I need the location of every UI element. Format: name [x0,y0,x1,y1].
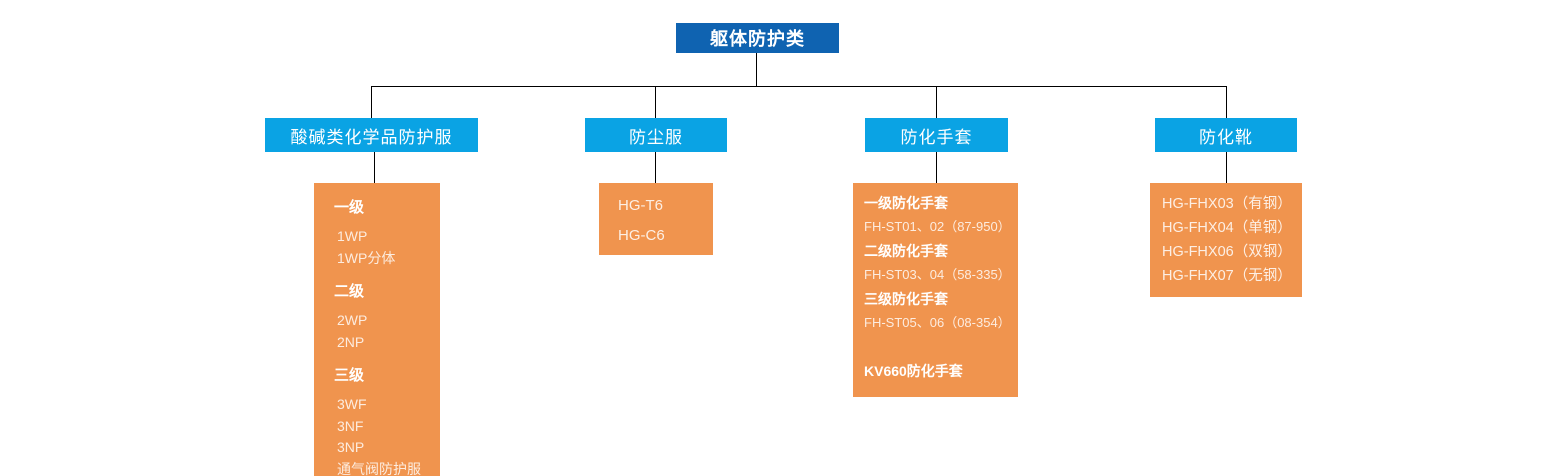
connector-drop-branch-4 [1226,87,1227,118]
category-node-acid-alkali-chem-suit: 酸碱类化学品防护服 [265,118,478,152]
detail-line: FH-ST01、02（87-950） [864,219,1011,234]
detail-line: HG-FHX03（有钢） [1162,196,1292,212]
connector-drop-branch-1 [371,87,372,118]
detail-line: FH-ST05、06（08-354） [864,315,1011,330]
detail-line: 一级 [334,199,365,216]
connector-drop-branch-3 [936,87,937,118]
detail-line: 1WP分体 [337,249,396,266]
category-node-dust-suit: 防尘服 [585,118,727,152]
detail-line: 2WP [337,312,368,328]
detail-line: FH-ST03、04（58-335） [864,267,1011,282]
detail-line: 1WP [337,228,368,244]
category-node-chem-gloves: 防化手套 [865,118,1008,152]
connector-stem-branch-4 [1226,152,1227,183]
detail-line: HG-FHX06（双钢） [1162,244,1292,260]
connector-horizontal-bar [371,86,1227,87]
connector-drop-branch-2 [655,87,656,118]
detail-box-chem-boots: HG-FHX03（有钢） HG-FHX04（单钢） HG-FHX06（双钢） HG-F… [1150,183,1302,297]
detail-line: HG-T6 [618,197,663,214]
detail-line: 二级防化手套 [864,243,948,259]
connector-stem-branch-2 [655,152,656,183]
connector-stem-branch-1 [374,152,375,183]
detail-line: 二级 [334,283,365,300]
detail-line: HG-C6 [618,227,665,244]
connector-stem-branch-3 [936,152,937,183]
detail-line: HG-FHX04（单钢） [1162,220,1292,236]
detail-line: 三级 [334,367,365,384]
detail-line: KV660防化手套 [864,363,963,379]
detail-line: 一级防化手套 [864,195,948,211]
detail-box-chem-gloves: 一级防化手套 FH-ST01、02（87-950） 二级防化手套 FH-ST03、04… [853,183,1018,397]
detail-line: 3WF [337,396,367,412]
root-node: 躯体防护类 [676,23,839,53]
detail-line: 3NF [337,417,364,434]
detail-line: 3NP [337,439,365,455]
detail-line: 三级防化手套 [864,291,948,307]
category-node-chem-boots: 防化靴 [1155,118,1297,152]
detail-line: 2NP [337,333,365,350]
detail-line: HG-FHX07（无钢） [1162,268,1292,284]
detail-line: 通气阀防护服 [337,460,421,476]
detail-box-acid-alkali-chem-suit: 一级 1WP 1WP分体二级 2WP 2NP 三级 3WF 3NF 3NP 通气阀防护服 [314,183,440,476]
connector-root-stem [756,53,757,87]
